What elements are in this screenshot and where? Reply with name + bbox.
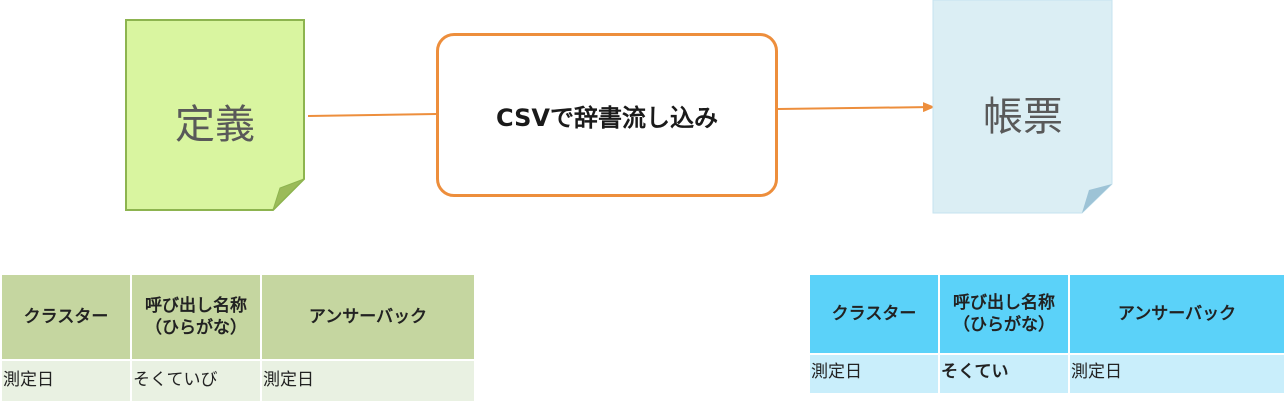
table-row: 測定日 そくてい 測定日: [808, 353, 1284, 395]
header-call-name: 呼び出し名称 （ひらがな）: [130, 273, 262, 361]
cell-answer-back: 測定日: [260, 359, 476, 403]
report-document: 帳票: [928, 0, 1118, 218]
definition-dictionary-table: クラスター 呼び出し名称 （ひらがな） アンサーバック 測定日 そくていび 測定…: [0, 273, 476, 403]
table-row: 測定日 そくていび 測定日: [0, 359, 476, 403]
cell-call-name: そくていび: [130, 359, 262, 403]
definition-label: 定義: [175, 102, 255, 148]
cell-cluster: 測定日: [808, 353, 940, 395]
header-cluster: クラスター: [0, 273, 132, 361]
table-header-row: クラスター 呼び出し名称 （ひらがな） アンサーバック: [808, 273, 1284, 355]
header-answer-back: アンサーバック: [1068, 273, 1284, 355]
header-cluster: クラスター: [808, 273, 940, 355]
document-shape-icon: [125, 19, 305, 211]
cell-answer-back: 測定日: [1068, 353, 1284, 395]
table-header-row: クラスター 呼び出し名称 （ひらがな） アンサーバック: [0, 273, 476, 361]
definition-document: 定義: [120, 14, 310, 218]
report-label: 帳票: [983, 94, 1063, 140]
document-shape-icon: [932, 0, 1113, 214]
header-call-name: 呼び出し名称 （ひらがな）: [938, 273, 1070, 355]
csv-import-process: CSVで辞書流し込み: [436, 33, 778, 197]
cell-call-name: そくてい: [938, 353, 1070, 395]
connector-line-left: [307, 113, 437, 117]
header-answer-back: アンサーバック: [260, 273, 476, 361]
report-dictionary-table: クラスター 呼び出し名称 （ひらがな） アンサーバック 測定日 そくてい 測定日: [808, 273, 1284, 395]
connector-arrow-right: [777, 102, 935, 113]
cell-cluster: 測定日: [0, 359, 132, 403]
process-label: CSVで辞書流し込み: [496, 103, 718, 132]
